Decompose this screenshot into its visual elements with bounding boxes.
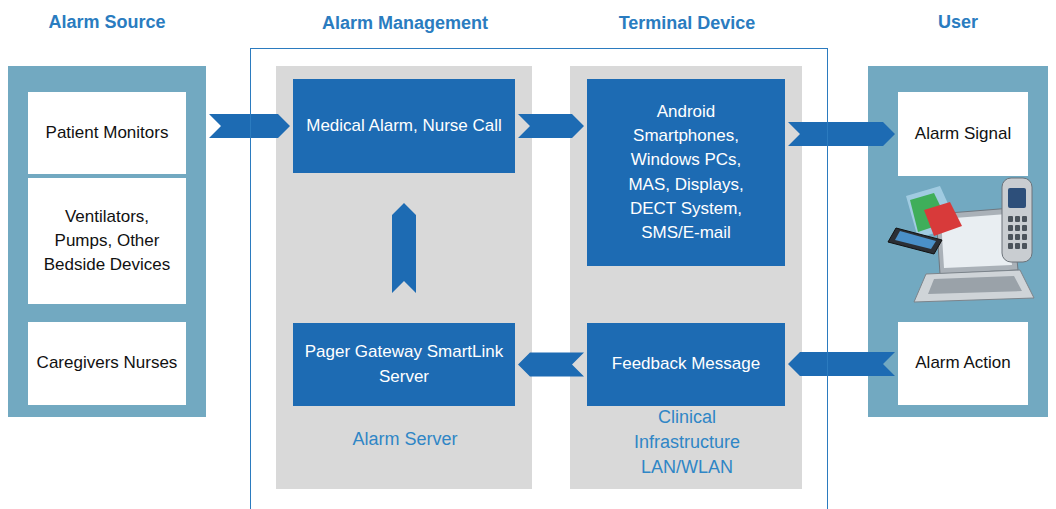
- keypad-key: [1008, 243, 1013, 249]
- box-label: Pager Gateway SmartLink Server: [301, 340, 507, 388]
- keypad-key: [1015, 234, 1020, 240]
- box-label: Medical Alarm, Nurse Call: [306, 114, 502, 138]
- chevron-arrow: [518, 353, 584, 377]
- box-label: Alarm Action: [915, 351, 1010, 375]
- keypad-key: [1008, 225, 1013, 231]
- dect-handset-icon: [1002, 178, 1032, 262]
- column-heading: Terminal Device: [571, 11, 803, 35]
- chevron-arrow: [788, 352, 895, 376]
- phone-body: [888, 228, 942, 254]
- keypad-key: [1008, 234, 1013, 240]
- column-heading: User: [868, 10, 1048, 34]
- group-panel: Clinical Infrastructure LAN/WLAN Android …: [571, 67, 803, 490]
- process-box: Ventilators, Pumps, Other Bedside Device…: [28, 178, 186, 304]
- group-panel: UserAlarm SignalAlarm Action: [868, 66, 1048, 417]
- keypad-key: [1015, 216, 1020, 222]
- keypad-key: [1022, 243, 1027, 249]
- handset-screen: [1008, 188, 1026, 208]
- smartphone-icon: [888, 186, 962, 254]
- group-label: Alarm Server: [277, 427, 533, 452]
- process-box: Android Smartphones, Windows PCs, MAS, D…: [587, 79, 785, 266]
- group-panel: Alarm Server Medical Alarm, Nurse CallPag…: [277, 67, 533, 490]
- group-panel: Alarm SourcePatient MonitorsVentilators,…: [8, 66, 206, 417]
- column-heading: Alarm Source: [8, 10, 206, 34]
- handset-body: [1002, 178, 1032, 262]
- process-box: Medical Alarm, Nurse Call: [293, 79, 515, 173]
- keypad-key: [1008, 216, 1013, 222]
- box-label: Android Smartphones, Windows PCs, MAS, D…: [620, 100, 752, 245]
- handset-keypad: [1008, 216, 1027, 249]
- box-label: Patient Monitors: [46, 121, 169, 145]
- process-box: Feedback Message: [587, 323, 785, 406]
- red-card: [924, 202, 962, 236]
- laptop-keyboard: [928, 276, 1022, 294]
- laptop-base: [914, 270, 1034, 302]
- box-label: Caregivers Nurses: [37, 351, 178, 375]
- group-frame: Alarm ManagementTerminal DeviceAlarm Ser…: [250, 48, 828, 509]
- chevron-arrow: [788, 122, 895, 146]
- process-box: Alarm Action: [898, 322, 1028, 405]
- chevron-arrow: [392, 203, 416, 293]
- keypad-key: [1022, 225, 1027, 231]
- box-label: Feedback Message: [612, 352, 760, 376]
- process-box: Patient Monitors: [28, 92, 186, 174]
- process-box: Pager Gateway SmartLink Server: [293, 323, 515, 406]
- group-label: Clinical Infrastructure LAN/WLAN: [617, 405, 757, 480]
- keypad-key: [1015, 243, 1020, 249]
- process-box: Caregivers Nurses: [28, 322, 186, 405]
- keypad-key: [1022, 216, 1027, 222]
- box-label: Alarm Signal: [915, 122, 1011, 146]
- process-box: Alarm Signal: [898, 92, 1028, 176]
- keypad-key: [1015, 225, 1020, 231]
- keypad-key: [1022, 234, 1027, 240]
- phone-screen: [895, 231, 936, 249]
- column-heading: Alarm Management: [277, 11, 533, 35]
- box-label: Ventilators, Pumps, Other Bedside Device…: [36, 205, 178, 277]
- chevron-arrow: [518, 114, 584, 138]
